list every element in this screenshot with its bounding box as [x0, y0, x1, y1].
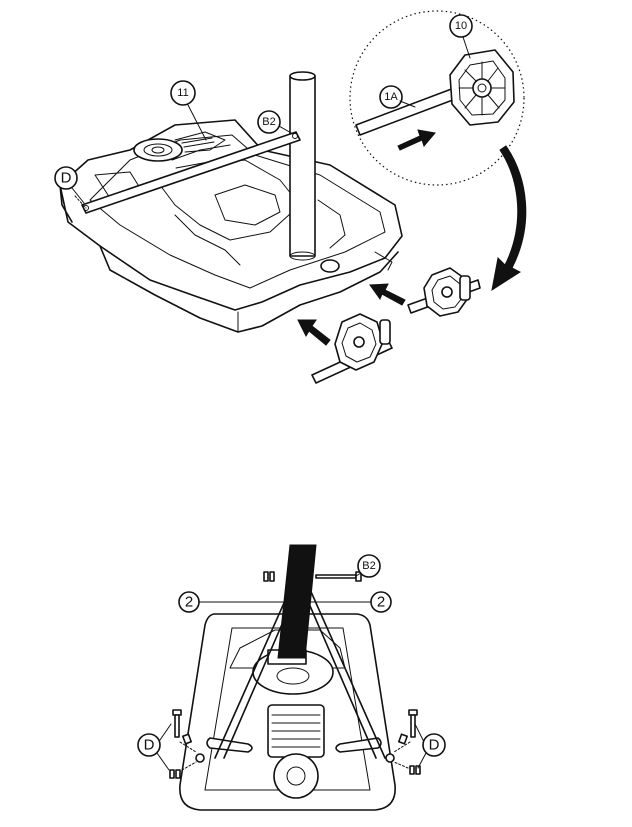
- wheel-icon: [449, 49, 515, 126]
- callout-b2-top: B2: [257, 110, 294, 135]
- top-assembly-illustration: 11 B2 D: [54, 10, 527, 384]
- right-anchor-hardware: D: [393, 709, 446, 775]
- callout-b2-top-label: B2: [262, 116, 275, 128]
- left-anchor-hardware: D: [137, 709, 197, 779]
- base-tank: [59, 119, 403, 333]
- pole: [289, 71, 316, 261]
- callout-d-top-label: D: [61, 170, 72, 187]
- right-wheel-assembly: [407, 267, 481, 317]
- callout-1a-label: 1A: [384, 91, 398, 103]
- arrow-icon: [397, 129, 436, 151]
- callout-d-right-label: D: [429, 737, 440, 754]
- left-wheel-assembly: [311, 313, 393, 384]
- bottom-assembly-illustration: B2 2 2 D: [137, 544, 446, 811]
- base-front-view: [179, 613, 396, 811]
- curved-arrow-icon: [491, 145, 527, 292]
- callout-11-label: 11: [177, 87, 188, 99]
- callout-2-right-label: 2: [377, 594, 385, 611]
- support-braces: [214, 584, 386, 759]
- callout-2-left-label: 2: [185, 594, 193, 611]
- callout-d-top: D: [54, 166, 85, 204]
- bolt-icon: [172, 709, 182, 738]
- zoom-detail: 10 1A: [349, 10, 525, 186]
- callout-11: 11: [170, 80, 207, 141]
- arrow-icon: [297, 319, 331, 346]
- bolt-icon: [408, 709, 418, 738]
- callout-10-label: 10: [455, 20, 467, 32]
- callout-b2-bottom-label: B2: [362, 560, 375, 572]
- arrow-icon: [369, 283, 406, 306]
- pole-dark: [277, 544, 317, 659]
- support-bar: [74, 131, 301, 214]
- bolt-icon: [263, 571, 362, 582]
- callout-d-left-label: D: [144, 737, 155, 754]
